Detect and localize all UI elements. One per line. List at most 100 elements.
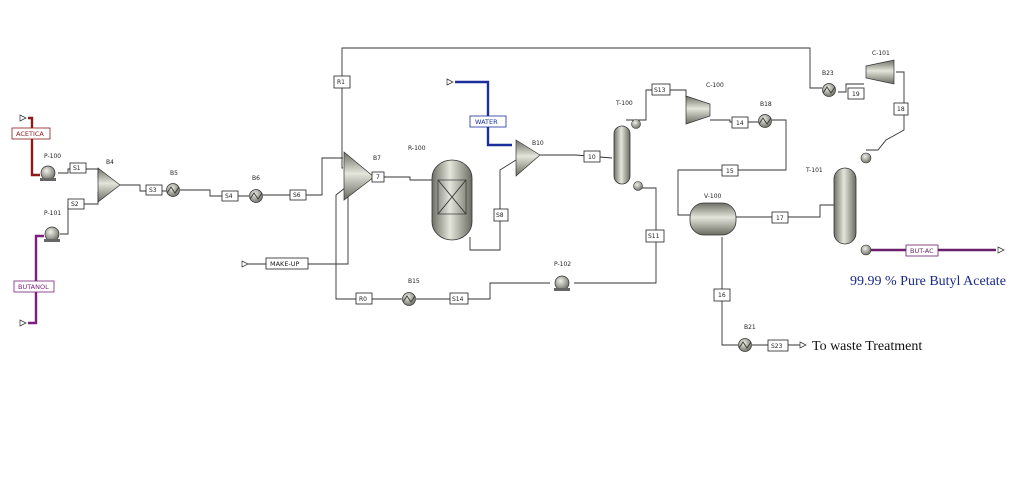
feed-butanol-box <box>13 280 55 293</box>
mixer-icon <box>97 167 121 203</box>
waste-outlet-arrow-icon <box>799 341 807 349</box>
reboiler-icon <box>633 181 643 191</box>
stream-tag-text: S8 <box>496 212 504 219</box>
feed-butanol-label: BUTANOL <box>18 283 49 291</box>
heater-b15-label: B15 <box>408 278 420 285</box>
flash-drum-v100-label: V-100 <box>704 193 722 200</box>
stream-tag-s8[interactable]: S8 <box>493 208 509 222</box>
stream-tag-7[interactable]: 7 <box>371 171 385 183</box>
stream-tag-s11[interactable]: S11 <box>645 229 665 243</box>
stream-s2-line <box>60 192 99 235</box>
stream-tag-box <box>449 292 469 305</box>
heater-b21-label: B21 <box>744 324 756 331</box>
stream-tag-16[interactable]: 16 <box>713 288 731 302</box>
reactor-r100[interactable]: R-100 <box>408 145 473 241</box>
stream-tag-14[interactable]: 14 <box>731 116 749 129</box>
stream-7-line <box>372 176 432 181</box>
pump-base <box>554 288 570 291</box>
stream-tag-text: 10 <box>588 154 596 161</box>
stream-s8-line <box>469 159 517 251</box>
stream-tag-text: S1 <box>73 165 81 172</box>
heater-b6[interactable]: B6 <box>249 175 263 203</box>
pump-icon <box>40 165 56 181</box>
stream-tag-10[interactable]: 10 <box>583 150 601 163</box>
pump-p102-label: P-102 <box>554 261 571 268</box>
product-butac-box <box>905 244 939 257</box>
mixer-b4[interactable]: B4 <box>97 159 121 203</box>
feed-butanol[interactable]: BUTANOL <box>13 280 55 293</box>
pump-p101[interactable]: P-101 <box>44 210 61 242</box>
stream-tag-s6[interactable]: S6 <box>289 189 307 201</box>
reactor-cross <box>437 179 467 215</box>
stream-tag-box <box>333 75 351 89</box>
stream-tag-text: 19 <box>852 91 860 98</box>
compressor-c100[interactable]: C-100 <box>685 82 724 125</box>
stream-tag-text: S23 <box>771 343 783 350</box>
stream-10-line <box>540 154 613 159</box>
feed-acetic[interactable]: ACETICA <box>11 127 51 140</box>
hx-zigzag <box>822 86 836 94</box>
stream-tag-box <box>713 288 731 302</box>
column-t100[interactable]: T-100 <box>613 100 643 191</box>
heater-b15[interactable]: B15 <box>402 278 420 306</box>
heater-b5[interactable]: B5 <box>166 170 180 197</box>
stream-tag-text: 15 <box>726 168 734 175</box>
heater-b18[interactable]: B18 <box>758 101 772 128</box>
pump-p100[interactable]: P-100 <box>40 153 61 181</box>
flash-drum-v100[interactable]: V-100 <box>689 193 737 236</box>
feed-water-box <box>469 115 507 128</box>
stream-tag-s3[interactable]: S3 <box>145 184 163 196</box>
reactor-r100-label: R-100 <box>408 145 426 152</box>
heater-b21[interactable]: B21 <box>738 324 756 352</box>
stream-tag-text: 17 <box>776 215 784 222</box>
stream-tag-15[interactable]: 15 <box>721 164 739 177</box>
stream-tag-box <box>493 208 509 222</box>
stream-tag-box <box>767 339 789 352</box>
stream-tag-s13[interactable]: S13 <box>651 83 671 96</box>
stream-tag-s14[interactable]: S14 <box>449 292 469 305</box>
reboiler-icon <box>860 244 872 256</box>
stream-tag-s1[interactable]: S1 <box>69 162 87 174</box>
heater-b23[interactable]: B23 <box>822 70 836 97</box>
pump-icon <box>554 275 570 291</box>
mixer-icon <box>515 139 541 177</box>
stream-tag-box <box>69 162 87 174</box>
stream-tag-box <box>355 292 373 305</box>
stream-tag-text: S14 <box>452 296 464 303</box>
feed-acetic-label: ACETICA <box>16 130 44 138</box>
mixer-b7[interactable]: B7 <box>343 151 381 201</box>
hx-zigzag <box>738 341 752 349</box>
mixer-b4-label: B4 <box>106 159 114 166</box>
stream-tag-box <box>645 229 665 243</box>
stream-tag-text: R0 <box>359 296 367 303</box>
feed-water[interactable]: WATER <box>469 115 507 128</box>
compressor-icon <box>685 95 711 125</box>
butanol-inlet-arrow-icon <box>19 319 27 327</box>
stream-tag-box <box>371 171 385 183</box>
compressor-c101[interactable]: C-101 <box>865 50 895 85</box>
stream-tag-box <box>771 211 789 224</box>
stream-tag-17[interactable]: 17 <box>771 211 789 224</box>
stream-tag-r1[interactable]: R1 <box>333 75 351 89</box>
pump-p102[interactable]: P-102 <box>554 261 571 291</box>
stream-s11-line <box>574 187 657 284</box>
stream-tag-s4[interactable]: S4 <box>221 190 239 202</box>
arrow-heads <box>19 78 1005 349</box>
stream-16-line <box>721 237 738 346</box>
stream-tag-s23[interactable]: S23 <box>767 339 789 352</box>
feed-makeup[interactable]: MAKE-UP <box>265 257 309 270</box>
stream-tag-box <box>893 102 909 116</box>
product-butac[interactable]: BUT-AC <box>905 244 939 257</box>
product-purity-annotation: 99.99 % Pure Butyl Acetate <box>850 274 1006 289</box>
stream-tag-18[interactable]: 18 <box>893 102 909 116</box>
pump-base <box>40 178 56 181</box>
heater-b6-label: B6 <box>252 175 260 182</box>
stream-tag-19[interactable]: 19 <box>847 87 865 100</box>
stream-tag-s2[interactable]: S2 <box>67 198 85 210</box>
water-feed-line <box>455 80 512 147</box>
mixer-b10[interactable]: B10 <box>515 139 544 177</box>
column-t101[interactable]: T-101 <box>805 152 872 256</box>
stream-tag-box <box>221 190 239 202</box>
stream-tag-r0[interactable]: R0 <box>355 292 373 305</box>
